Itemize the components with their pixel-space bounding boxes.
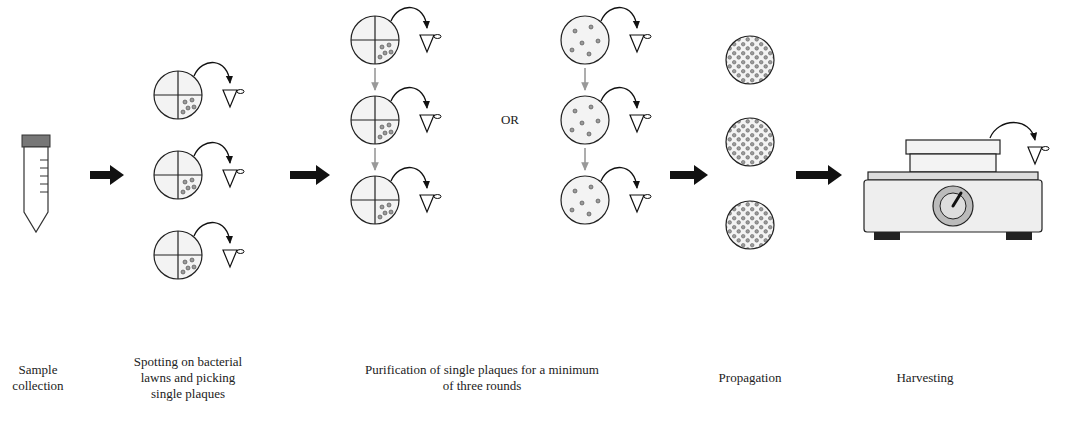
transfer-arrow	[194, 223, 244, 267]
dish-base	[910, 154, 996, 172]
process-stage: Purification of single plaques for a min…	[334, 5, 666, 415]
caption-area: Propagation	[705, 343, 795, 413]
quartered-plate	[351, 16, 399, 64]
transfer-arrow	[391, 168, 441, 212]
transfer-arrow	[601, 8, 651, 52]
pipette-tip	[1028, 147, 1049, 165]
flow-arrow	[290, 171, 316, 179]
caption-area: Spotting on bacterial lawns and picking …	[132, 343, 244, 413]
dotted-plate	[561, 16, 609, 64]
transfer-arrow	[391, 88, 441, 132]
round-arrow	[584, 68, 586, 90]
transfer-arrow	[194, 143, 244, 187]
transfer-arrow	[194, 63, 244, 107]
flow-arrow	[90, 171, 110, 179]
stirrer-foot	[874, 232, 900, 240]
stage-caption: Purification of single plaques for a min…	[365, 362, 600, 394]
flow-arrow	[670, 171, 694, 179]
stirrer-foot	[1006, 232, 1032, 240]
flow-arrow	[796, 171, 828, 179]
stirrer-body	[864, 180, 1042, 232]
propagation-plate	[726, 36, 774, 84]
process-stage: Propagation	[712, 5, 792, 415]
stirrer-dial-inner	[940, 193, 966, 219]
process-stage: Spotting on bacterial lawns and picking …	[128, 5, 286, 415]
dial-needle	[953, 193, 961, 206]
stage-caption: Sample collection	[3, 362, 73, 394]
tube-cap	[22, 135, 50, 147]
transfer-arrow	[601, 168, 651, 212]
alternative-label: OR	[501, 112, 519, 128]
transfer-arrow	[601, 88, 651, 132]
curved-arrow	[990, 123, 1035, 141]
sample-tube	[24, 147, 48, 232]
dish-lid	[906, 140, 1000, 154]
round-arrow	[374, 148, 376, 170]
quartered-plate	[351, 96, 399, 144]
stirrer-top-plate	[868, 172, 1038, 180]
propagation-plate	[726, 201, 774, 249]
quartered-plate	[351, 176, 399, 224]
process-stage: Sample collection	[5, 5, 86, 415]
quartered-plate	[154, 151, 202, 199]
dotted-plate	[561, 176, 609, 224]
quartered-plate	[154, 231, 202, 279]
dotted-plate	[561, 96, 609, 144]
stage-caption: Spotting on bacterial lawns and picking …	[132, 354, 244, 402]
stage-caption: Propagation	[719, 370, 782, 386]
caption-area: Sample collection	[3, 343, 73, 413]
process-stage: Harvesting	[846, 5, 1062, 415]
quartered-plate	[154, 71, 202, 119]
stirrer-dial	[933, 186, 973, 226]
transfer-arrow	[391, 8, 441, 52]
round-arrow	[374, 68, 376, 90]
round-arrow	[584, 148, 586, 170]
propagation-plate	[726, 118, 774, 166]
tube-graduations	[40, 160, 48, 192]
caption-area: Harvesting	[870, 343, 980, 413]
stage-caption: Harvesting	[896, 370, 953, 386]
caption-area: Purification of single plaques for a min…	[365, 343, 600, 413]
